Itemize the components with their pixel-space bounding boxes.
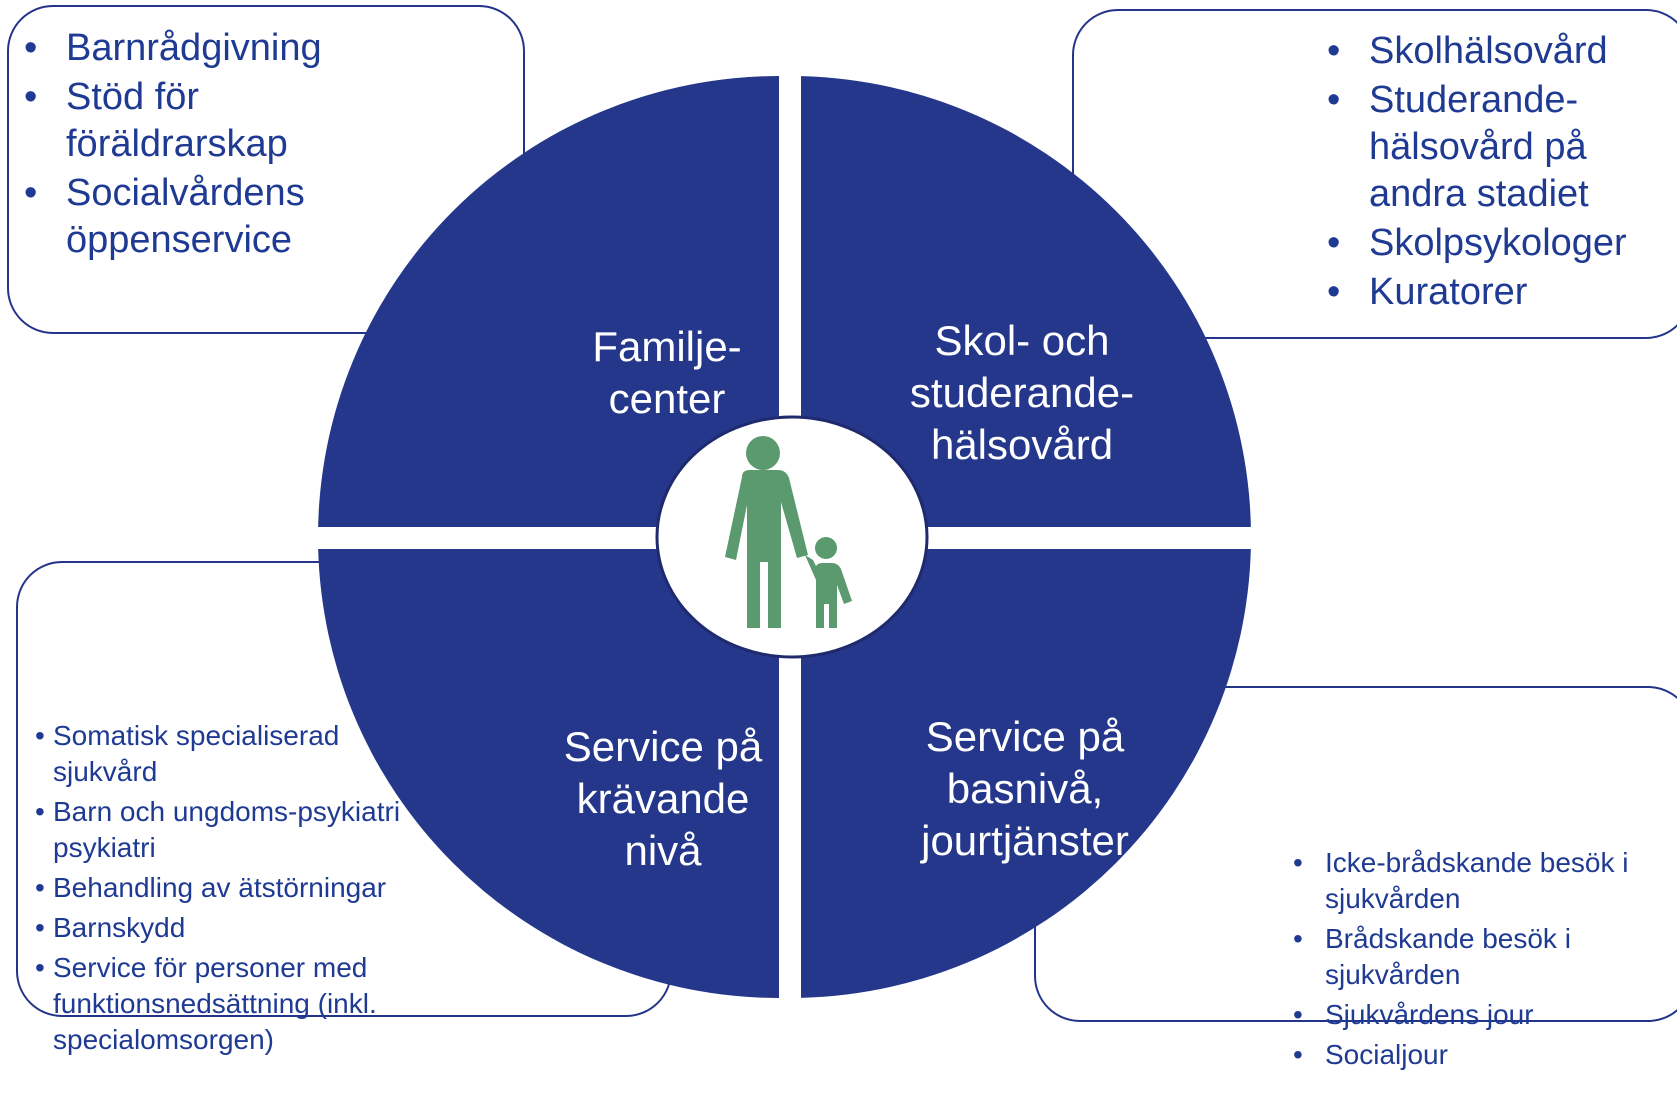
quadrant-top-right <box>790 76 1251 537</box>
list-top-right: Skolhälsovård Studerande-hälsovård på an… <box>1313 28 1677 318</box>
list-item: Icke-brådskande besök i sjukvården <box>1283 845 1663 917</box>
quadrant-label-line: krävande <box>576 775 750 822</box>
list-item: Stöd för föräldrarskap <box>10 74 320 168</box>
list-bottom-right: Icke-brådskande besök i sjukvården Bråds… <box>1283 845 1663 1077</box>
list-item: Barnrådgivning <box>10 25 322 72</box>
quadrant-label-bottom-left: Service på krävande nivå <box>528 721 798 877</box>
list-item: Service för personer med funktionsnedsät… <box>33 950 433 1058</box>
quadrant-label-line: hälsovård <box>930 421 1114 468</box>
parent-with-child-icon <box>725 436 852 628</box>
quadrant-label-line: studerande- <box>909 369 1135 416</box>
list-item: Behandling av ätstörningar <box>33 870 453 906</box>
list-item: Socialvårdens öppenservice <box>10 170 320 264</box>
list-item: Studerande-hälsovård på andra stadiet <box>1313 77 1619 218</box>
quadrant-label-line: basnivå, <box>946 765 1104 812</box>
quadrant-label-bottom-right: Service på basnivå, jourtjänster <box>885 711 1165 867</box>
list-item: Socialjour <box>1283 1037 1663 1073</box>
list-item: Kuratorer <box>1313 269 1677 316</box>
quadrant-top-left <box>318 76 779 537</box>
quadrant-label-line: Skol- och <box>934 317 1110 364</box>
quadrant-label-line: Familje- <box>592 323 742 370</box>
quadrant-label-line: jourtjänster <box>921 817 1129 864</box>
list-top-left: Barnrådgivning Stöd för föräldrarskap So… <box>10 25 322 266</box>
list-item: Skolpsykologer <box>1313 220 1677 267</box>
list-bottom-left: Somatisk specialiserad sjukvård Barn och… <box>33 718 453 1062</box>
quadrant-label-line: center <box>608 375 726 422</box>
quadrant-bottom-left <box>318 537 779 998</box>
quadrant-bottom-right <box>790 537 1251 998</box>
list-item: Barnskydd <box>33 910 453 946</box>
quadrant-label-line: Service på <box>563 723 763 770</box>
list-item: Barn och ungdoms-psykiatri psykiatri <box>33 794 413 866</box>
list-item: Skolhälsovård <box>1313 28 1677 75</box>
quadrant-label-top-right: Skol- och studerande- hälsovård <box>872 315 1172 471</box>
list-item: Brådskande besök i sjukvården <box>1283 921 1663 993</box>
list-item: Somatisk specialiserad sjukvård <box>33 718 383 790</box>
quadrant-label-top-left: Familje- center <box>552 321 782 425</box>
quadrant-label-line: nivå <box>624 827 702 874</box>
list-item: Sjukvårdens jour <box>1283 997 1663 1033</box>
quadrant-label-line: Service på <box>925 713 1125 760</box>
